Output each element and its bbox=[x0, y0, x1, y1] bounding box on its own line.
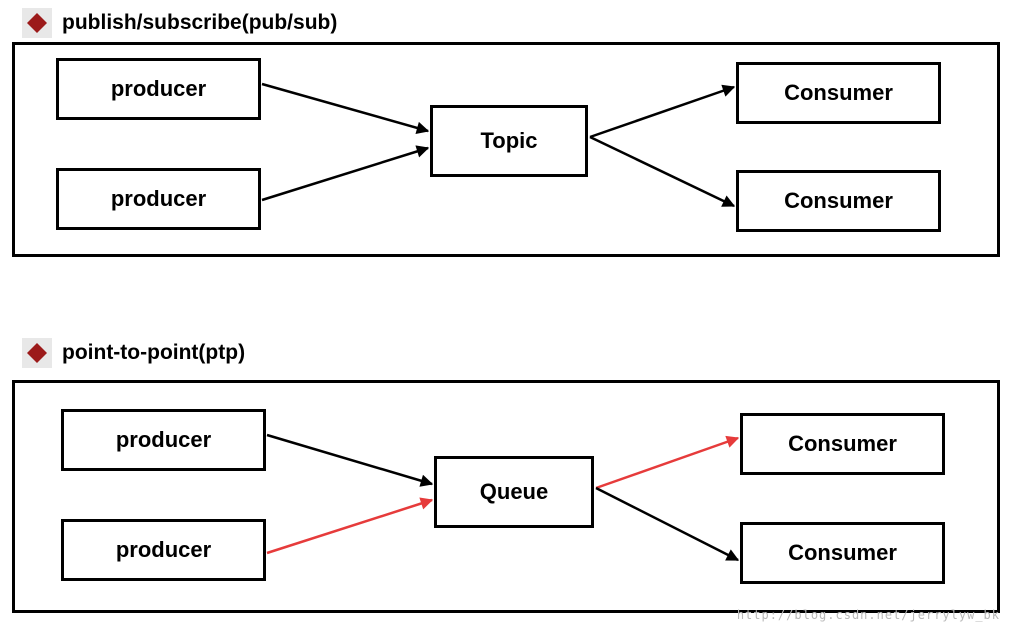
arrow-queue-to-consumer-highlight bbox=[595, 435, 740, 490]
watermark-text: http://blog.csdn.net/jerrylyw_bk bbox=[736, 608, 1000, 622]
consumer-box: Consumer bbox=[740, 413, 945, 475]
arrow-topic-to-consumer bbox=[589, 135, 736, 208]
producer-box: producer bbox=[61, 519, 266, 581]
arrow-producer-to-topic bbox=[261, 145, 430, 202]
producer-box: producer bbox=[56, 58, 261, 120]
red-diamond-icon bbox=[22, 338, 52, 368]
section-title-ptp: point-to-point(ptp) bbox=[22, 338, 245, 368]
arrow-producer-to-topic bbox=[261, 82, 430, 134]
section-title-text: point-to-point(ptp) bbox=[62, 341, 246, 364]
arrow-producer-to-queue-highlight bbox=[266, 497, 434, 555]
producer-box: producer bbox=[56, 168, 261, 230]
pubsub-frame bbox=[12, 42, 1000, 257]
queue-box: Queue bbox=[434, 456, 594, 528]
consumer-box: Consumer bbox=[736, 170, 941, 232]
topic-box: Topic bbox=[430, 105, 588, 177]
red-diamond-icon bbox=[22, 8, 52, 38]
arrow-producer-to-queue bbox=[266, 433, 434, 487]
consumer-box: Consumer bbox=[740, 522, 945, 584]
section-title-pubsub: publish/subscribe(pub/sub) bbox=[22, 8, 337, 38]
consumer-box: Consumer bbox=[736, 62, 941, 124]
ptp-frame bbox=[12, 380, 1000, 613]
producer-box: producer bbox=[61, 409, 266, 471]
arrow-topic-to-consumer bbox=[589, 84, 736, 139]
section-title-text: publish/subscribe(pub/sub) bbox=[62, 11, 338, 34]
arrow-queue-to-consumer bbox=[595, 486, 740, 562]
